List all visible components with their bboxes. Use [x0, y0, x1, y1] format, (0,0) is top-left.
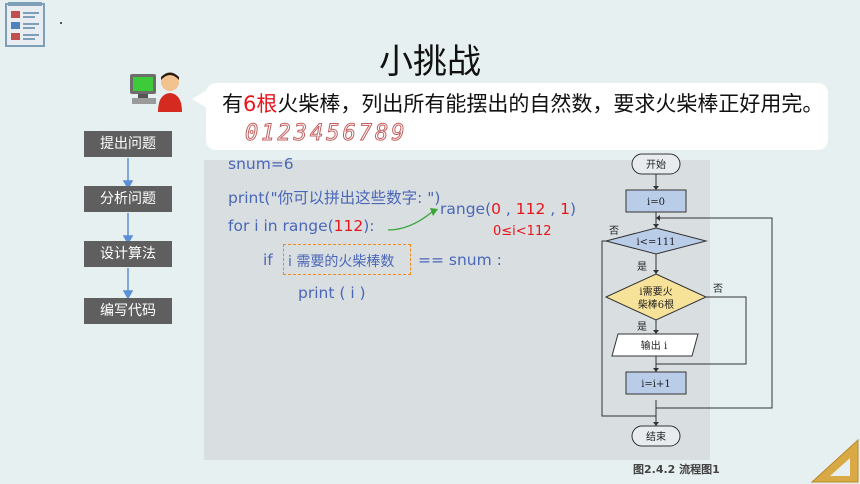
- code-if-keyword: if: [263, 251, 273, 269]
- ruler-triangle-icon: [810, 438, 859, 483]
- range-start: 0: [491, 200, 501, 218]
- challenge-suffix: 火柴棒，列出所有能摆出的自然数，要求火柴棒正好用完。: [277, 92, 824, 116]
- code-line-snum: snum=6: [228, 155, 294, 173]
- flow-cond1-label: i<=111: [636, 237, 675, 248]
- flow-init-label: i=0: [647, 197, 665, 208]
- challenge-text: 有6根火柴棒，列出所有能摆出的自然数，要求火柴棒正好用完。: [222, 88, 823, 118]
- step-write-code: 编写代码: [84, 298, 172, 324]
- range-inequality-note: 0≤i<112: [493, 224, 552, 239]
- slide-thumbnail-icon: [5, 2, 45, 47]
- flow-incr-node: [625, 371, 687, 395]
- challenge-prefix: 有: [222, 92, 243, 116]
- challenge-highlight: 6根: [243, 92, 278, 116]
- page-title: 小挑战: [379, 42, 481, 82]
- flow-init-node: [625, 189, 687, 213]
- flow-start-label: 开始: [646, 158, 666, 171]
- range-sep-2: ,: [545, 200, 561, 218]
- range-step: 1: [560, 200, 571, 218]
- code-for-suffix: ):: [363, 217, 375, 235]
- flow-cond2-node: [604, 273, 708, 321]
- callout-tail: [192, 90, 207, 108]
- flow-cond2-label-2: 柴棒6根: [638, 298, 674, 311]
- code-line-for: for i in range(112):: [228, 217, 375, 235]
- flow-cond1-yes-label: 是: [637, 261, 647, 273]
- condition-placeholder-box: [283, 244, 411, 275]
- flow-cond2-no-label: 否: [713, 283, 723, 295]
- flowchart: 开始 i=0 i<=111 i需要火 柴棒6根 输出 i i=i+1 结束 是 …: [601, 153, 773, 447]
- flow-end-label: 结束: [646, 430, 666, 443]
- range-pointer-arrow: [387, 208, 438, 231]
- code-if-compare: == snum :: [418, 251, 502, 269]
- flowchart-caption: 图2.4.2 流程图1: [633, 463, 720, 476]
- flow-cond2-label-1: i需要火: [639, 286, 672, 298]
- challenge-callout: [206, 83, 828, 150]
- flow-cond1-node: [604, 227, 708, 255]
- range-prefix: range(: [440, 200, 492, 218]
- flow-cond2-yes-label: 是: [637, 321, 647, 333]
- flow-end-node: [631, 425, 681, 447]
- range-stop: 112: [515, 200, 546, 218]
- decorative-dot: [60, 22, 62, 24]
- step-analyze-problem: 分析问题: [84, 186, 172, 212]
- flow-cond1-no-label: 否: [609, 225, 619, 237]
- code-for-prefix: for i in range(: [228, 217, 334, 235]
- range-explanation: range(0 , 112 , 1): [440, 200, 576, 218]
- code-for-number: 112: [333, 217, 364, 235]
- flow-incr-label: i=i+1: [641, 379, 671, 390]
- steps-connector-arrows: [122, 158, 134, 300]
- range-sep-1: ,: [501, 200, 516, 218]
- flow-output-label: 输出 i: [641, 339, 667, 352]
- flow-start-node: [631, 153, 681, 175]
- flow-output-node: [611, 333, 699, 357]
- code-line-print-i: print ( i ): [298, 284, 366, 302]
- code-line-print: print("你可以拼出这些数字: "): [228, 189, 441, 207]
- code-if-condition: i 需要的火柴棒数: [288, 254, 395, 270]
- step-raise-problem: 提出问题: [84, 131, 172, 157]
- student-computer-icon: [130, 72, 182, 112]
- matchstick-digits: 0123456789: [244, 121, 408, 147]
- range-suffix: ): [570, 200, 577, 218]
- step-design-algorithm: 设计算法: [84, 241, 172, 267]
